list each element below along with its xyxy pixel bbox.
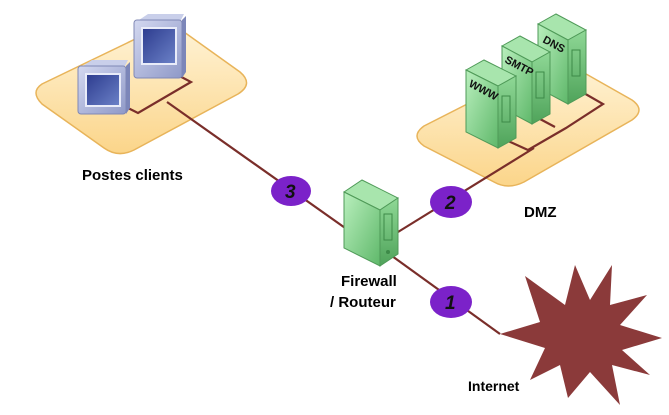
- clients-label: Postes clients: [82, 167, 183, 184]
- badge-2-text: 2: [444, 193, 456, 214]
- firewall-label-line2: / Routeur: [330, 294, 396, 311]
- internet-label: Internet: [468, 378, 520, 394]
- internet-cloud-icon: [500, 265, 662, 405]
- client-monitor-2: [133, 14, 186, 79]
- dmz-lan-link: [505, 91, 606, 152]
- link-badge-2: 2: [430, 186, 472, 218]
- server-www: WWW: [464, 59, 518, 149]
- firewall-label-line1: Firewall: [341, 273, 397, 290]
- firewall-server: [343, 179, 399, 267]
- link-2-line: [397, 147, 535, 233]
- link-3-line: [166, 101, 349, 231]
- dmz-label: DMZ: [524, 204, 557, 221]
- link-badge-3: 3: [271, 176, 311, 206]
- badge-3-text: 3: [285, 182, 296, 203]
- server-dns: DNS: [536, 13, 588, 105]
- client-monitor-1: [77, 60, 130, 115]
- links: [111, 70, 606, 335]
- link-badge-1: 1: [430, 286, 472, 318]
- badge-1-text: 1: [445, 293, 456, 314]
